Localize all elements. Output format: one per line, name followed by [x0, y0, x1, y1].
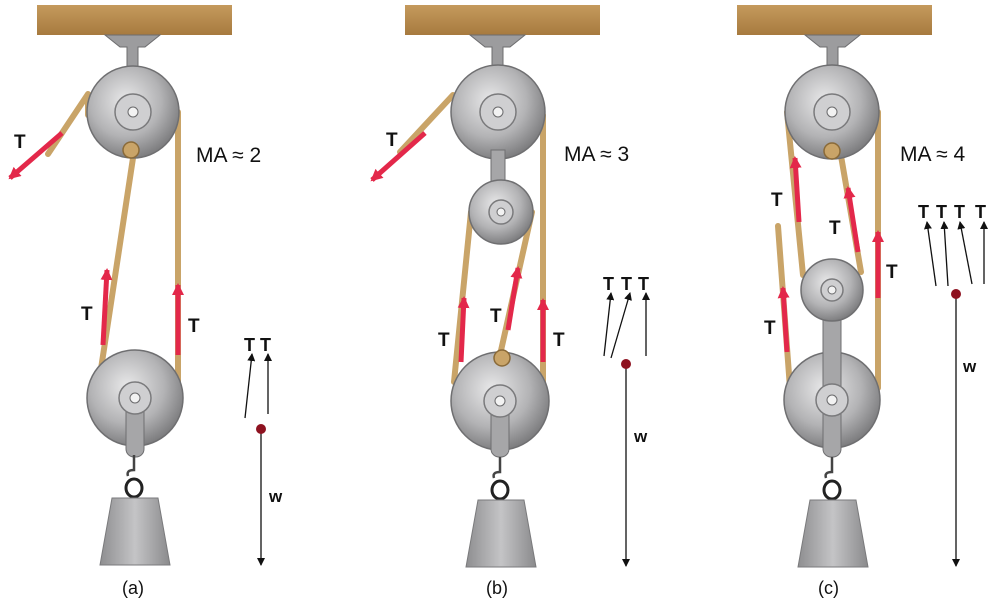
hook: [824, 457, 834, 479]
rope-knot: [823, 142, 841, 160]
mechanical-advantage-label: MA ≈ 2: [196, 144, 261, 167]
object-point: [951, 289, 961, 299]
force-vector-t: [603, 292, 615, 357]
tension-label-left: T: [438, 330, 450, 351]
figure-a: T T T MA ≈ 2 T T w (a): [8, 5, 283, 598]
rope-knot: [122, 141, 140, 159]
force-vector-t: [924, 221, 937, 287]
mechanical-advantage-label: MA ≈ 3: [564, 143, 629, 166]
tension-arrow-left: [100, 268, 113, 346]
tension-label-upper-left: T: [771, 190, 783, 211]
ring: [490, 479, 510, 501]
figure-b: T T T T MA ≈ 3 T T T w (b): [370, 5, 650, 598]
fbd-tension-label: T: [244, 335, 255, 355]
top-pulley-axle: [826, 106, 838, 118]
fbd-weight-label: w: [962, 357, 977, 376]
weight-block: [797, 499, 869, 568]
weight-block: [99, 497, 171, 566]
free-body-diagram: T T w: [244, 335, 283, 566]
force-vector-t: [940, 221, 949, 287]
ring: [124, 477, 144, 499]
tension-label-pull: T: [14, 132, 26, 153]
tension-label-right: T: [553, 330, 565, 351]
tension-arrow-pull: [8, 131, 64, 180]
ring: [822, 479, 842, 501]
fbd-tension-label: T: [954, 202, 965, 222]
fbd-tension-label: T: [975, 202, 986, 222]
middle-pulley-axle: [496, 207, 506, 217]
top-pulley-axle: [127, 106, 139, 118]
bottom-pulley-axle: [826, 394, 838, 406]
hook: [126, 455, 136, 477]
figure-caption: (c): [818, 578, 839, 598]
ceiling-beam: [737, 5, 932, 35]
fbd-tension-label: T: [936, 202, 947, 222]
bottom-pulley-axle: [129, 392, 141, 404]
weight-block: [465, 499, 537, 568]
figure-caption: (b): [486, 578, 508, 598]
force-vector-t: [610, 292, 632, 359]
tension-arrow-left: [457, 296, 470, 363]
middle-pulley-axle: [827, 285, 837, 295]
tension-label-left: T: [81, 304, 93, 325]
tension-label-pull: T: [386, 130, 398, 151]
tension-label-right: T: [188, 316, 200, 337]
tension-arrow-middle: [505, 266, 523, 331]
bottom-pulley-axle: [494, 395, 506, 407]
tension-arrow-upper-middle: [843, 186, 861, 253]
fbd-tension-label: T: [603, 274, 614, 294]
figure-caption: (a): [122, 578, 144, 598]
ceiling-beam: [405, 5, 600, 35]
object-point: [256, 424, 266, 434]
force-vector-t: [957, 221, 973, 285]
free-body-diagram: T T T T w: [918, 202, 988, 567]
tension-arrow-pull: [370, 131, 427, 182]
fbd-tension-label: T: [621, 274, 632, 294]
fbd-tension-label: T: [638, 274, 649, 294]
figure-c: T T T T MA ≈ 4 T T T T w (c): [737, 5, 988, 598]
tension-arrow-upper-left: [789, 156, 802, 223]
rope-knot: [493, 349, 511, 367]
tension-label-lower-left: T: [764, 318, 776, 339]
tension-label-right: T: [886, 262, 898, 283]
hook: [492, 457, 502, 479]
object-point: [621, 359, 631, 369]
fbd-weight-label: w: [633, 427, 648, 446]
fbd-weight-label: w: [268, 487, 283, 506]
force-vector-t: [244, 353, 256, 419]
top-pulley-axle: [492, 106, 504, 118]
fbd-tension-label: T: [260, 335, 271, 355]
mechanical-advantage-label: MA ≈ 4: [900, 143, 966, 166]
tension-label-middle: T: [490, 306, 502, 327]
tension-arrow-lower-left: [777, 286, 790, 353]
free-body-diagram: T T T w: [603, 274, 650, 567]
fbd-tension-label: T: [918, 202, 929, 222]
tension-label-upper-middle: T: [829, 218, 841, 239]
ceiling-beam: [37, 5, 232, 35]
